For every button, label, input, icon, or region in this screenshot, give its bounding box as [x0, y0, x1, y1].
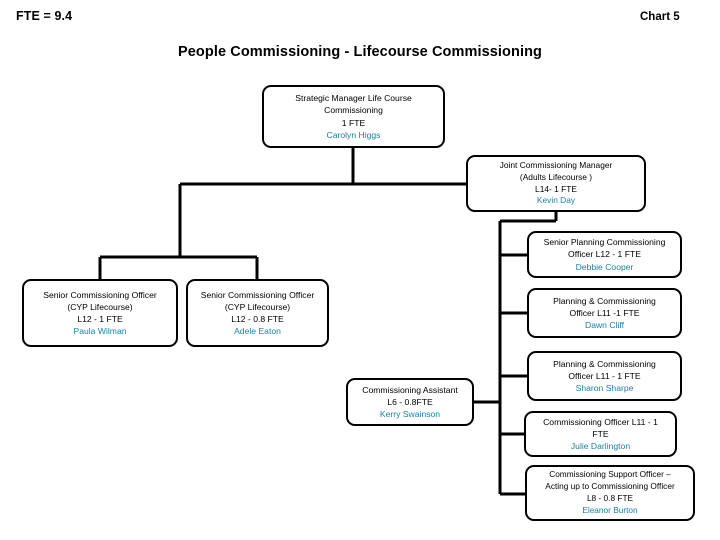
person-name: Carolyn Higgs — [326, 129, 381, 140]
page-title: People Commissioning - Lifecourse Commis… — [177, 44, 543, 60]
role-line-1: Joint Commissioning Manager — [499, 159, 613, 170]
chart-number-label: Chart 5 — [640, 11, 680, 23]
fte-line: 1 FTE — [341, 117, 366, 128]
org-node-planning-commissioning-officer-sharon-sharpe[interactable]: Planning & Commissioning Officer L11 - 1… — [527, 351, 682, 401]
org-node-senior-planning-commissioning-officer[interactable]: Senior Planning Commissioning Officer L1… — [527, 231, 682, 278]
role-line-1: Planning & Commissioning — [553, 295, 656, 306]
person-name: Kevin Day — [536, 195, 576, 206]
fte-line: L12 - 0.8 FTE — [231, 314, 284, 324]
org-node-commissioning-officer-julie-darlington[interactable]: Commissioning Officer L11 - 1 FTE Julie … — [524, 411, 677, 457]
person-name: Kerry Swainson — [379, 409, 441, 420]
role-line-1: Commissioning Support Officer – — [549, 469, 671, 480]
org-node-senior-commissioning-officer-adele-eaton[interactable]: Senior Commissioning Officer (CYP Lifeco… — [186, 279, 329, 347]
role-line-1: Strategic Manager Life Course — [295, 93, 412, 104]
role-line-2: (Adults Lifecourse ) — [519, 171, 593, 182]
role-line-2: Officer L11 - 1 FTE — [568, 370, 641, 381]
person-name: Dawn Cliff — [584, 320, 624, 331]
org-node-planning-commissioning-officer-dawn-cliff[interactable]: Planning & Commissioning Officer L11 -1 … — [527, 288, 682, 338]
org-node-commissioning-assistant[interactable]: Commissioning Assistant L6 - 0.8FTE Kerr… — [346, 378, 474, 426]
org-node-senior-commissioning-officer-paula-wilman[interactable]: Senior Commissioning Officer (CYP Lifeco… — [22, 279, 178, 347]
fte-line: L8 - 0.8 FTE — [586, 493, 634, 503]
org-node-strategic-manager[interactable]: Strategic Manager Life Course Commission… — [262, 85, 445, 148]
fte-line: L14- 1 FTE — [535, 183, 577, 194]
person-name: Sharon Sharpe — [575, 383, 634, 394]
role-line-1: Senior Commissioning Officer — [43, 289, 157, 300]
role-line-2: (CYP Lifecourse) — [67, 301, 133, 312]
role-line-2: FTE — [592, 428, 609, 439]
role-line-1: Senior Planning Commissioning — [543, 237, 666, 248]
person-name: Eleanor Burton — [582, 504, 638, 515]
role-line-2: Officer L11 -1 FTE — [569, 307, 640, 318]
person-name: Paula Wilman — [73, 326, 127, 337]
fte-line: L6 - 0.8FTE — [387, 396, 433, 407]
role-line-1: Senior Commissioning Officer — [200, 289, 315, 300]
role-line-1: Commissioning Assistant — [362, 384, 458, 395]
person-name: Julie Darlington — [570, 441, 631, 452]
fte-line: L12 - 1 FTE — [77, 314, 123, 324]
person-name: Debbie Cooper — [575, 261, 634, 272]
role-line-2: Acting up to Commissioning Officer — [545, 481, 675, 492]
role-line-1: Commissioning Officer L11 - 1 — [543, 416, 658, 427]
role-line-1: Planning & Commissioning — [553, 358, 656, 369]
org-node-joint-commissioning-manager[interactable]: Joint Commissioning Manager (Adults Life… — [466, 155, 646, 212]
role-line-2: Officer L12 - 1 FTE — [568, 249, 641, 260]
fte-total-label: FTE = 9.4 — [16, 9, 73, 23]
person-name: Adele Eaton — [234, 326, 281, 337]
role-line-2: (CYP Lifecourse) — [224, 301, 291, 312]
org-node-commissioning-support-officer[interactable]: Commissioning Support Officer – Acting u… — [525, 465, 695, 521]
role-line-2: Commissioning — [324, 105, 383, 116]
